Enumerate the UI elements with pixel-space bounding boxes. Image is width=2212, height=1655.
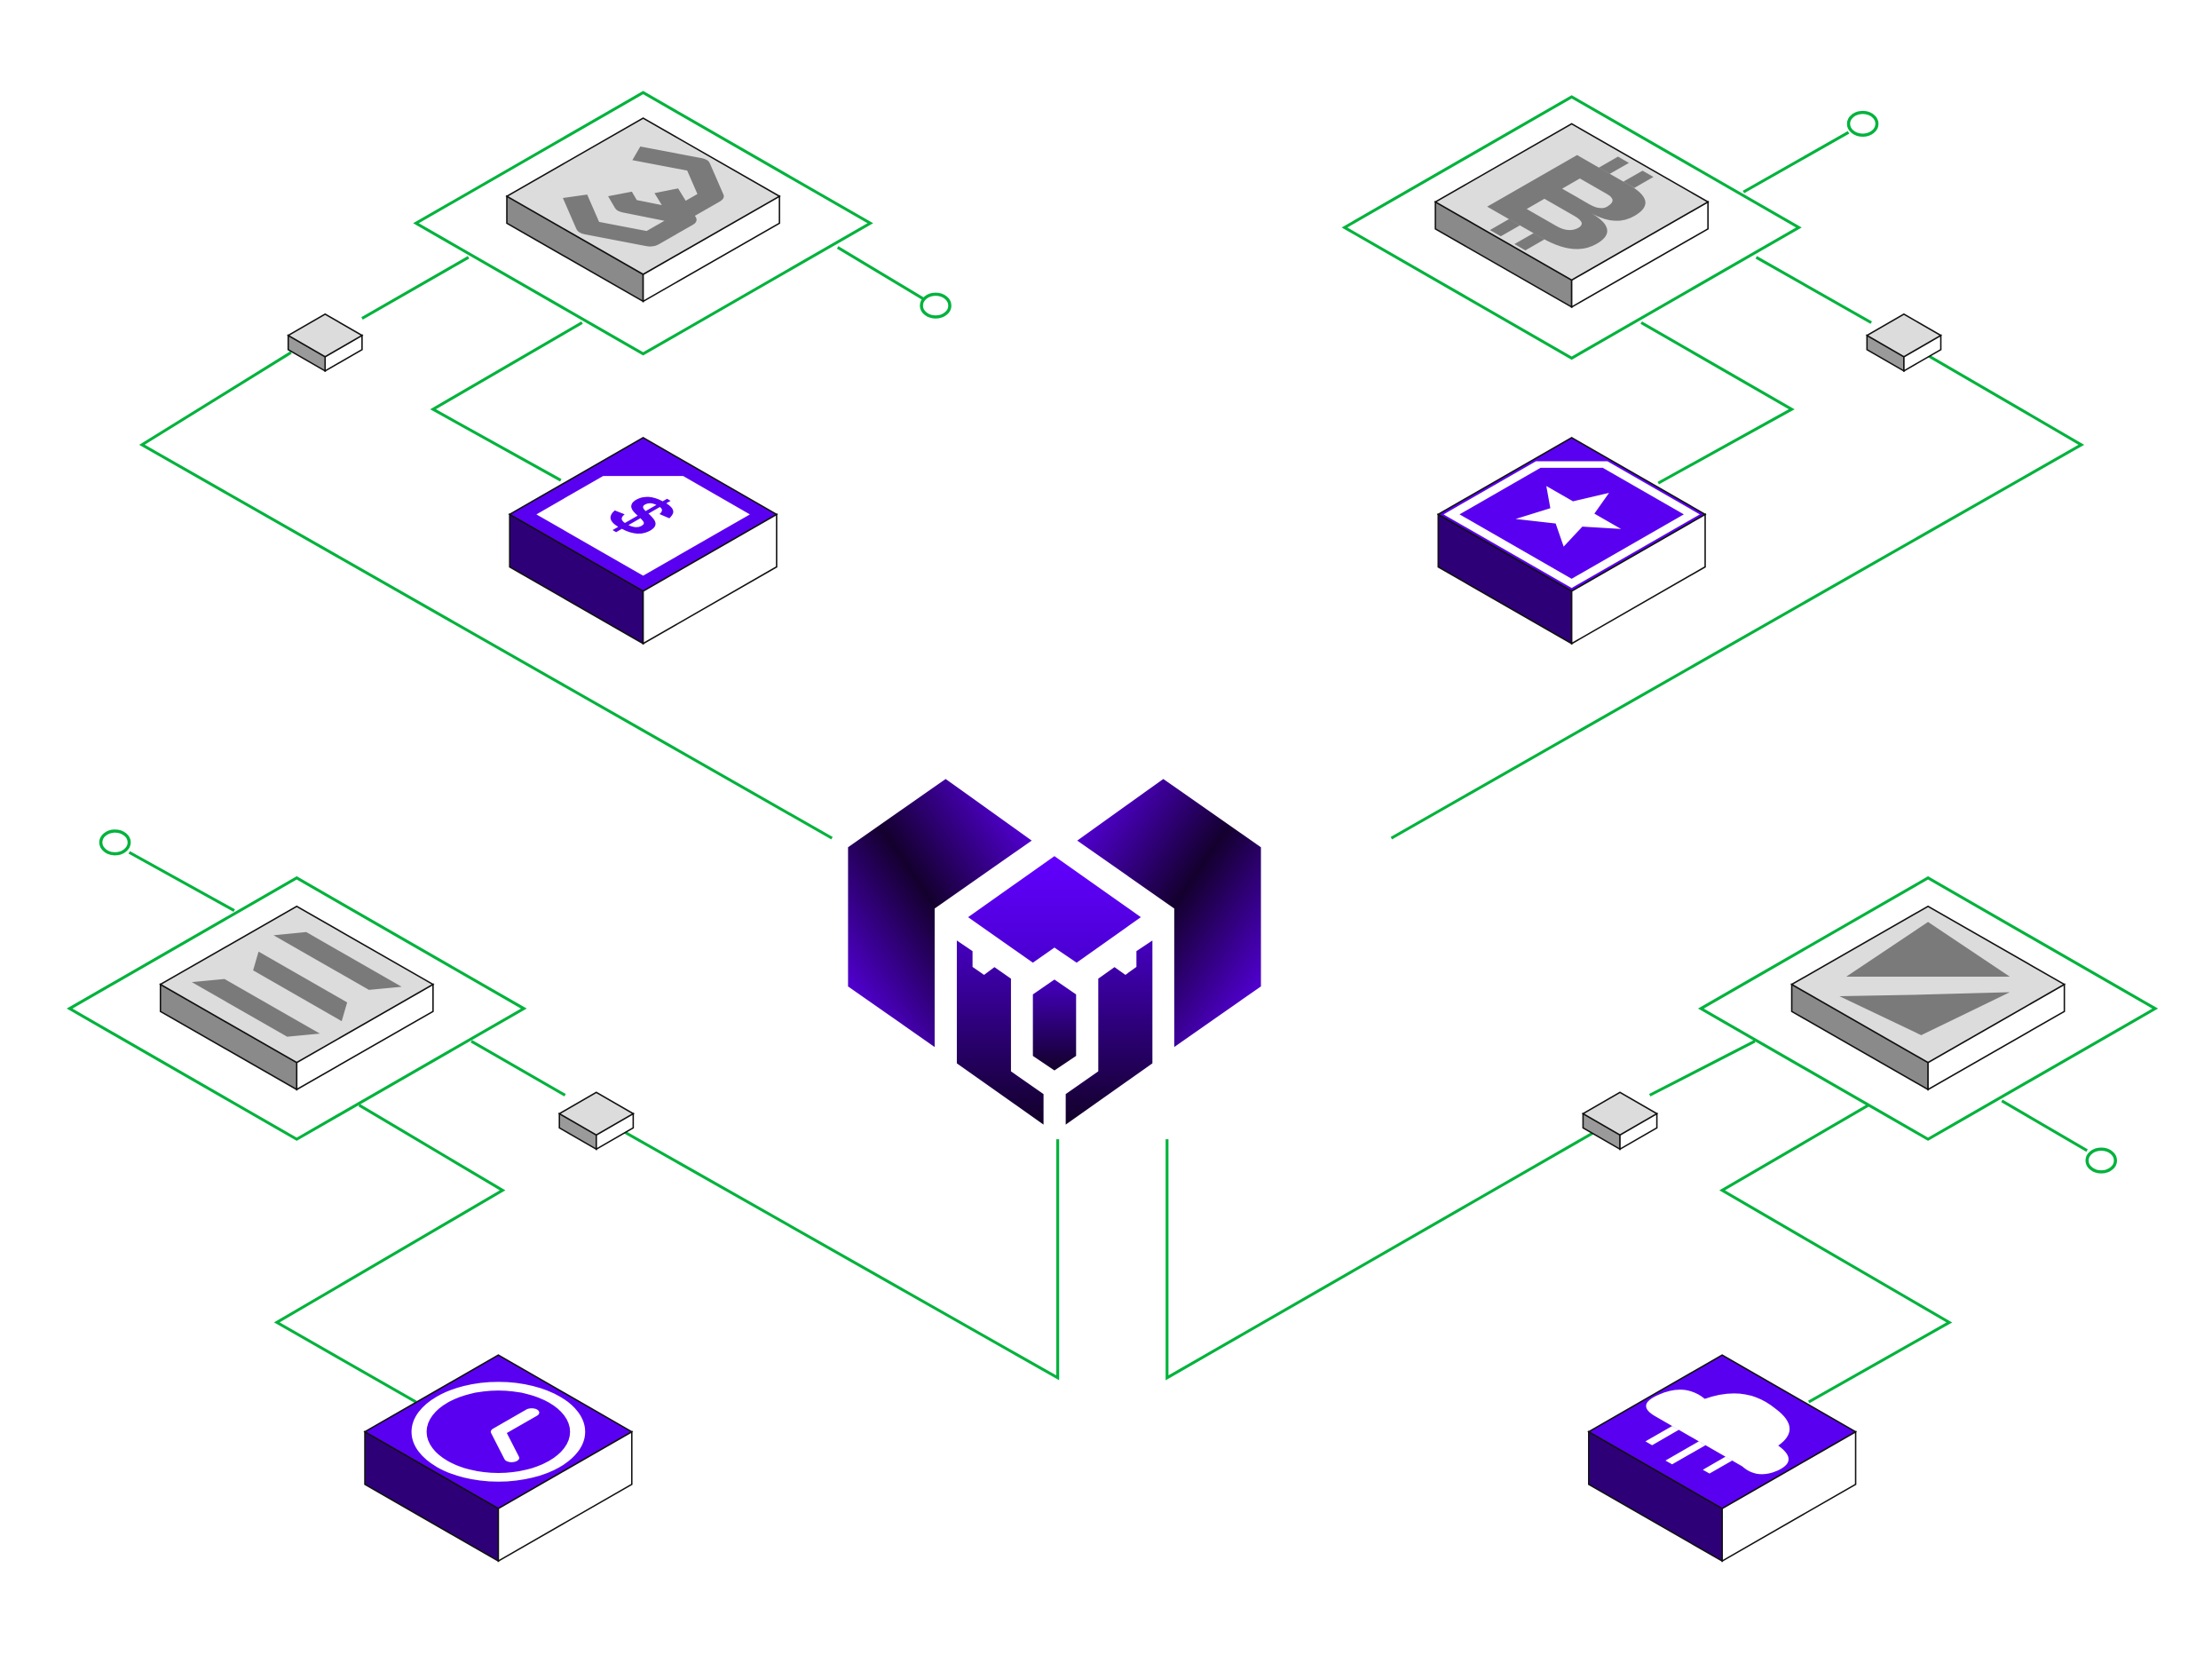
connector-line [361,256,470,320]
bitcoin-b [1487,154,1646,249]
blocks: $ [159,117,2066,1563]
connector-line [1390,352,2085,840]
gray-block-bottom-right [1789,905,2066,1091]
bitcoin-icon [1487,154,1654,250]
logo-top-face [968,856,1142,963]
connector-node [99,829,131,856]
solana-bar [253,951,348,1022]
connector-line [1718,1104,1953,1404]
connector-line [1640,321,1795,485]
logo-right-tower [1065,940,1153,1125]
solana-bar [192,978,320,1037]
eth-upper [1845,922,2011,977]
platform-frame [1341,95,1802,360]
connector-line [128,851,235,912]
logo-left-block [848,779,1032,1048]
connector-chip [1865,313,1943,373]
logo-center-gate [1032,979,1077,1071]
platform-frame [1697,875,2159,1141]
tag-body [536,476,750,576]
solana-bar [273,931,402,990]
clock-hands [490,1408,540,1462]
connector-chip [557,1091,635,1151]
solana-icon [192,931,402,1037]
connector-node [2085,1147,2117,1174]
connector-chip-top-face [287,313,364,358]
clock-face [411,1382,586,1482]
badge-outline [1443,461,1700,589]
clock-icon [411,1382,586,1482]
logo-left-tower [956,940,1044,1125]
purple-block-top-left: $ [508,437,778,645]
connector-line [1742,131,1850,194]
connector-line [470,1040,566,1097]
polygon-matic-icon [563,146,724,247]
purple-block-bottom-right [1587,1354,1858,1563]
connector-chip [1581,1091,1659,1151]
logo-right-block [1077,779,1261,1048]
gray-block-top-right [1434,123,1710,309]
star-shape [1515,486,1622,547]
gray-block-top-left-top-face [505,117,781,275]
eth-lower [1839,992,2011,1035]
price-tag-dollar-icon: $ [536,476,750,576]
network-lines [1645,1426,1733,1474]
connector-line [1648,1040,1756,1097]
connector-lines [67,91,2159,1404]
connector-node [1846,110,1879,138]
connector-line [430,321,583,482]
connector-chip [287,313,364,373]
gray-block-top-left [505,117,781,303]
connector-chip-top-face [1581,1091,1659,1136]
gray-block-bottom-left [159,905,435,1091]
platform-frame [67,875,527,1141]
platform-frame [413,91,873,356]
connector-node [920,292,952,319]
connector-line [2001,1099,2089,1152]
cloud-network-icon [1645,1390,1790,1475]
connector-line [836,246,924,300]
ethereum-icon [1839,922,2011,1035]
connector-chip-top-face [557,1091,635,1136]
bitcoin-ticks [1489,156,1654,250]
purple-block-bottom-left [363,1354,634,1563]
gray-block-bottom-right-top-face [1789,905,2066,1064]
cloud-shape [1646,1390,1790,1475]
purple-block-top-right [1436,437,1707,645]
polygon-shape [563,146,724,247]
connector-line [138,351,833,840]
connector-line [1755,256,1872,324]
star-badge-icon [1443,461,1700,589]
cube-castle-logo [848,779,1261,1125]
connector-line [1165,1130,1596,1381]
connector-chip-top-face [1865,313,1943,358]
connector-line [623,1130,1060,1381]
connector-line [273,1104,506,1404]
